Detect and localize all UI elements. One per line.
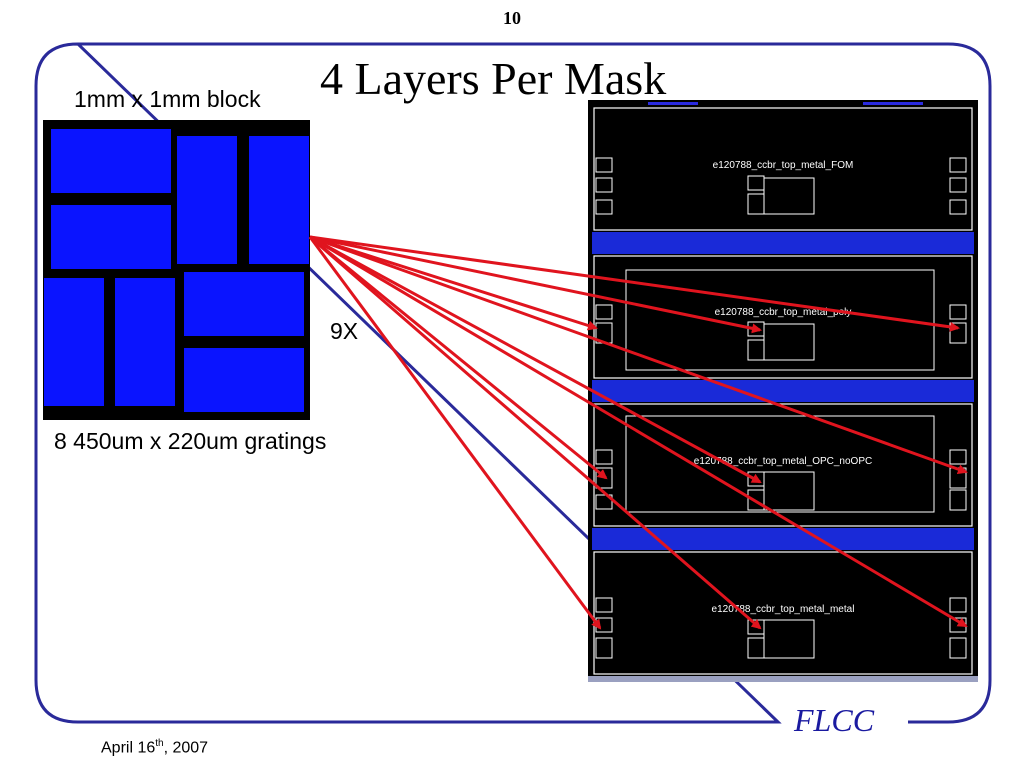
mask-layer-label: e120788_ccbr_top_metal_OPC_noOPC: [694, 456, 872, 467]
arrow: [309, 235, 968, 475]
mask-layout: e120788_ccbr_top_metal_FOM e120788_ccbr_…: [588, 100, 978, 682]
arrow: [309, 235, 598, 331]
grating-block: [43, 120, 310, 420]
page-number: 10: [503, 8, 521, 28]
grating: [184, 272, 304, 336]
grating: [177, 136, 237, 264]
arrow: [309, 235, 762, 630]
footer-date-suffix: th: [155, 738, 164, 749]
gratings-label: 8 450um x 220um gratings: [54, 428, 327, 454]
grating: [184, 348, 304, 412]
grating: [44, 278, 104, 406]
mask-layout-drawing: e120788_ccbr_top_metal_FOM e120788_ccbr_…: [588, 102, 978, 682]
arrow: [308, 236, 602, 630]
mask-layer-label: e120788_ccbr_top_metal_metal: [712, 604, 855, 615]
mask-layer-1: e120788_ccbr_top_metal_FOM: [593, 107, 973, 231]
footer-brand: FLCC: [794, 702, 875, 738]
footer-date-year: , 2007: [163, 739, 209, 757]
grating: [51, 129, 171, 193]
arrow: [309, 235, 762, 334]
grating: [115, 278, 175, 406]
multiplier-label: 9X: [330, 318, 359, 344]
footer-date-main: April 16: [101, 739, 156, 757]
mask-layer-2: e120788_ccbr_top_metal_poly: [593, 255, 973, 379]
footer-date: April 16th, 2007: [101, 738, 208, 757]
mask-layer-label: e120788_ccbr_top_metal_poly: [715, 307, 852, 318]
mask-layer-label: e120788_ccbr_top_metal_FOM: [713, 160, 854, 171]
arrow: [309, 235, 608, 480]
grating: [249, 136, 309, 264]
arrow: [309, 235, 762, 484]
block-label: 1mm x 1mm block: [74, 86, 261, 112]
arrow: [309, 235, 960, 332]
mask-layer-3: e120788_ccbr_top_metal_OPC_noOPC: [593, 403, 973, 527]
arrow: [309, 235, 968, 628]
grating: [51, 205, 171, 269]
slide-title: 4 Layers Per Mask: [320, 53, 667, 104]
mask-layer-4: e120788_ccbr_top_metal_metal: [593, 551, 973, 675]
